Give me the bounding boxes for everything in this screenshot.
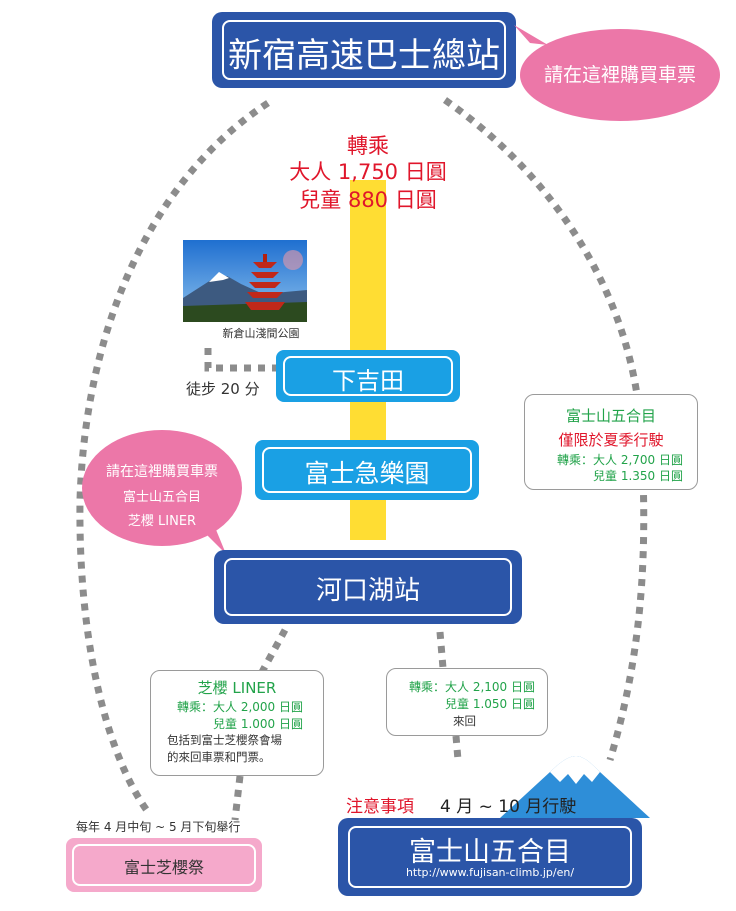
shibazakura-festival-label: 富士芝櫻祭: [123, 858, 204, 877]
route-liner-fest: [231, 775, 244, 821]
liner-note-child: 兒童 1.000 日圓: [213, 717, 303, 731]
liner-note-line4: 的來回車票和門票。: [167, 750, 271, 764]
kawaguchiko-box: 河口湖站: [214, 550, 522, 624]
fuji5-station-label: 富士山五合目: [409, 837, 571, 868]
liner-note-line3: 包括到富士芝櫻祭會場: [167, 733, 282, 747]
shimoyoshida-label: 下吉田: [332, 367, 404, 395]
kawa-fuji-roundtrip: 來回: [453, 714, 476, 728]
fuji5-note-adult: 轉乘：大人 2,700 日圓: [557, 453, 683, 467]
fuji5-note-subtitle: 僅限於夏季行駛: [558, 431, 664, 449]
kawaguchiko-label: 河口湖站: [315, 576, 420, 606]
caution-text: 4 月 ~ 10 月行駛: [440, 797, 577, 817]
fuji5-station-url[interactable]: http://www.fujisan-climb.jp/en/: [405, 866, 575, 879]
arakurayama-photo: [183, 240, 307, 322]
kawa-fuji-child: 兒童 1.050 日圓: [445, 697, 535, 711]
shinjuku-station-label: 新宿高速巴士總站: [228, 36, 500, 76]
route-walk: [204, 348, 276, 372]
mount-fuji-icon: [500, 756, 650, 818]
transfer-child: 兒童 880 日圓: [299, 188, 437, 212]
ticket-bubble-left: [82, 430, 242, 554]
ticket-bubble-left-line1: 富士山五合目: [122, 490, 201, 505]
ticket-bubble-left-line2: 芝櫻 LINER: [127, 514, 197, 529]
liner-note-title: 芝櫻 LINER: [197, 679, 277, 697]
shinjuku-station-box: 新宿高速巴士總站: [212, 12, 516, 88]
ticket-bubble-top-right-text: 請在這裡購買車票: [543, 64, 696, 86]
fujikyu-label: 富士急樂園: [304, 459, 430, 488]
liner-note-adult: 轉乘：大人 2,000 日圓: [177, 700, 303, 714]
fuji5-note-child: 兒童 1.350 日圓: [593, 469, 683, 483]
route-kawa-note: [436, 631, 447, 669]
shimoyoshida-box: 下吉田: [276, 350, 460, 402]
kawa-fuji-note: 轉乘：大人 2,100 日圓 兒童 1.050 日圓 來回: [386, 668, 548, 736]
shibazakura-festival-box: 富士芝櫻祭: [66, 838, 262, 892]
photo-caption: 新倉山淺間公園: [222, 327, 300, 340]
festival-period: 每年 4 月中旬 ~ 5 月下旬舉行: [76, 820, 241, 834]
fuji5-summer-note: 富士山五合目 僅限於夏季行駛 轉乘：大人 2,700 日圓 兒童 1.350 日…: [524, 394, 698, 490]
fuji5-note-title: 富士山五合目: [565, 407, 656, 425]
transfer-adult: 大人 1,750 日圓: [289, 160, 447, 184]
route-kawa-liner: [258, 628, 289, 674]
liner-note: 芝櫻 LINER 轉乘：大人 2,000 日圓 兒童 1.000 日圓 包括到富…: [150, 670, 324, 776]
caution-label: 注意事項: [346, 797, 414, 817]
fujikyu-box: 富士急樂園: [255, 440, 479, 500]
fuji5-station-box: 富士山五合目 http://www.fujisan-climb.jp/en/: [338, 818, 642, 896]
kawa-fuji-adult: 轉乘：大人 2,100 日圓: [409, 680, 535, 694]
walk-label: 徒步 20 分: [186, 380, 260, 398]
ticket-bubble-top-right: [514, 17, 720, 121]
transfer-label: 轉乘: [347, 134, 389, 158]
ticket-bubble-left-title: 請在這裡購買車票: [106, 464, 218, 480]
route-note-fuji: [452, 735, 462, 761]
